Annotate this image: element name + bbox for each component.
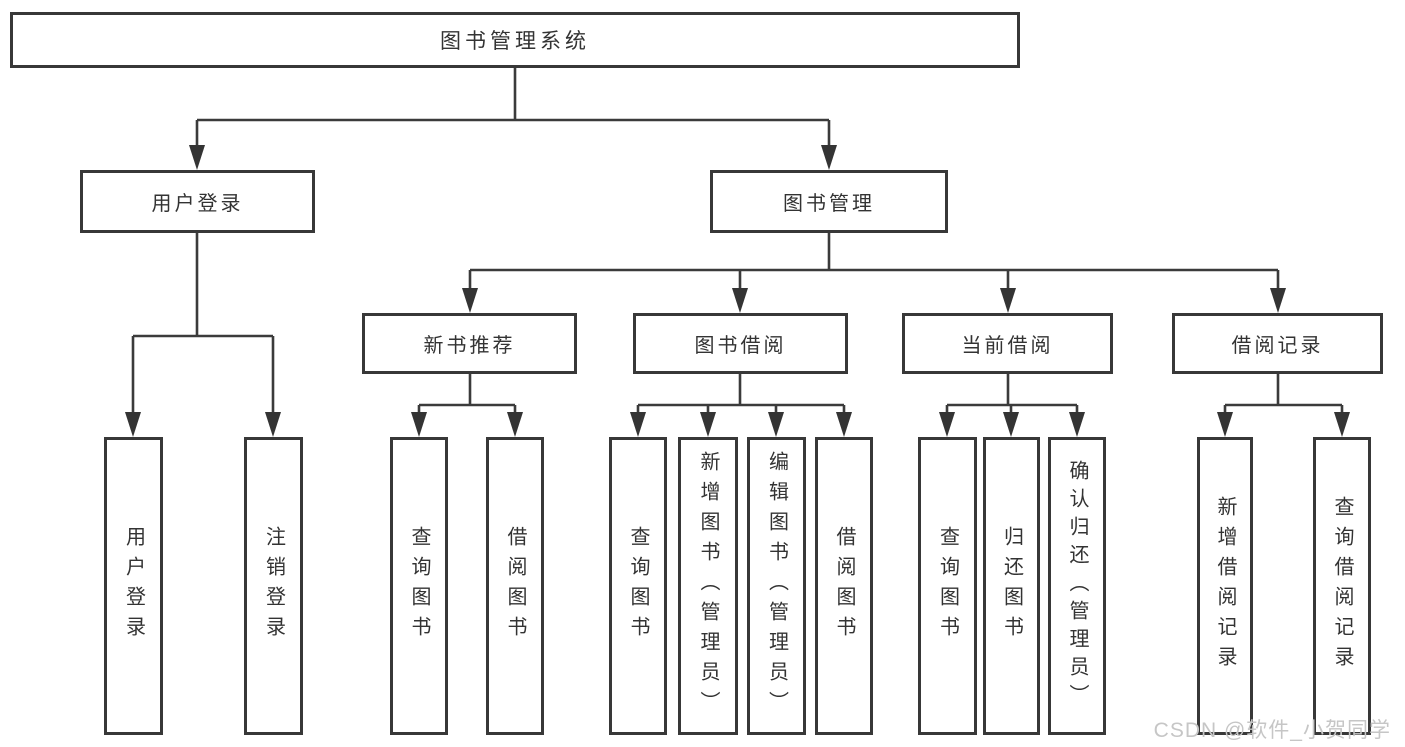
leaf-query-books-1: 查询图书 — [390, 437, 448, 735]
watermark: CSDN @软件_小贺同学 — [1153, 719, 1391, 742]
leaf-edit-book-admin: 编辑图书（管理员） — [747, 437, 806, 735]
node-new-book-recommend: 新书推荐 — [362, 313, 577, 374]
leaf-query-borrow-record: 查询借阅记录 — [1313, 437, 1371, 735]
node-root: 图书管理系统 — [10, 12, 1020, 68]
node-book-management: 图书管理 — [710, 170, 948, 233]
leaf-user-login: 用户登录 — [104, 437, 163, 735]
leaf-borrow-books-1: 借阅图书 — [486, 437, 544, 735]
node-borrow-records: 借阅记录 — [1172, 313, 1383, 374]
leaf-add-book-admin: 新增图书（管理员） — [678, 437, 738, 735]
leaf-query-books-3: 查询图书 — [918, 437, 977, 735]
leaf-borrow-books-2: 借阅图书 — [815, 437, 873, 735]
node-user-login: 用户登录 — [80, 170, 315, 233]
leaf-confirm-return-admin: 确认归还（管理员） — [1048, 437, 1106, 735]
leaf-add-borrow-record: 新增借阅记录 — [1197, 437, 1253, 735]
leaf-logout: 注销登录 — [244, 437, 303, 735]
arrowhead-icons — [125, 145, 1350, 437]
node-book-borrow: 图书借阅 — [633, 313, 848, 374]
leaf-return-book: 归还图书 — [983, 437, 1040, 735]
node-current-borrow: 当前借阅 — [902, 313, 1113, 374]
leaf-query-books-2: 查询图书 — [609, 437, 667, 735]
